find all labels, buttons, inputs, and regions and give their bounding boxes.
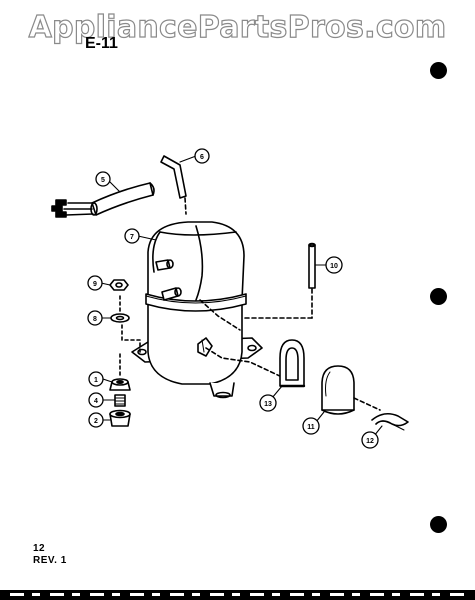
- callout-label-10: 10: [330, 263, 338, 270]
- callout-label-4: 4: [94, 398, 98, 405]
- callout-label-5: 5: [101, 177, 105, 184]
- part-lower-hardware: [109, 353, 131, 427]
- callout-12: [361, 431, 379, 449]
- callout-5: [95, 171, 111, 187]
- part-process-tube: [160, 155, 187, 215]
- bottom-border: [0, 590, 475, 600]
- binder-hole-middle: [430, 288, 447, 305]
- binder-hole-top: [430, 62, 447, 79]
- part-terminal-cover: [321, 365, 381, 415]
- callout-13: [259, 394, 277, 412]
- revision-label: REV. 1: [33, 555, 67, 566]
- part-gasket: [279, 339, 306, 388]
- callout-8: [87, 310, 103, 326]
- binder-hole-bottom: [430, 516, 447, 533]
- callout-label-13: 13: [264, 401, 272, 408]
- part-power-cord: [51, 182, 155, 218]
- callout-11: [302, 417, 320, 435]
- callout-7: [124, 228, 140, 244]
- callout-6: [194, 148, 210, 164]
- callout-label-7: 7: [130, 234, 134, 241]
- callout-label-8: 8: [93, 316, 97, 323]
- callout-label-2: 2: [94, 418, 98, 425]
- callout-label-11: 11: [307, 424, 315, 431]
- callout-2: [88, 412, 104, 428]
- callout-label-6: 6: [200, 154, 204, 161]
- part-tube: [244, 242, 316, 319]
- watermark-text: AppliancePartsPros.com: [28, 9, 447, 45]
- callout-label-1: 1: [94, 377, 98, 384]
- callout-4: [88, 392, 104, 408]
- part-clip: [371, 412, 409, 431]
- part-compressor: [131, 221, 285, 399]
- callout-1: [88, 371, 104, 387]
- callout-9: [87, 275, 103, 291]
- callout-label-9: 9: [93, 281, 97, 288]
- callout-label-12: 12: [366, 438, 374, 445]
- callout-10: [325, 256, 343, 274]
- page-number: 12: [33, 543, 46, 554]
- part-upper-hardware: [109, 279, 141, 353]
- diagram-title: E-11: [85, 35, 118, 52]
